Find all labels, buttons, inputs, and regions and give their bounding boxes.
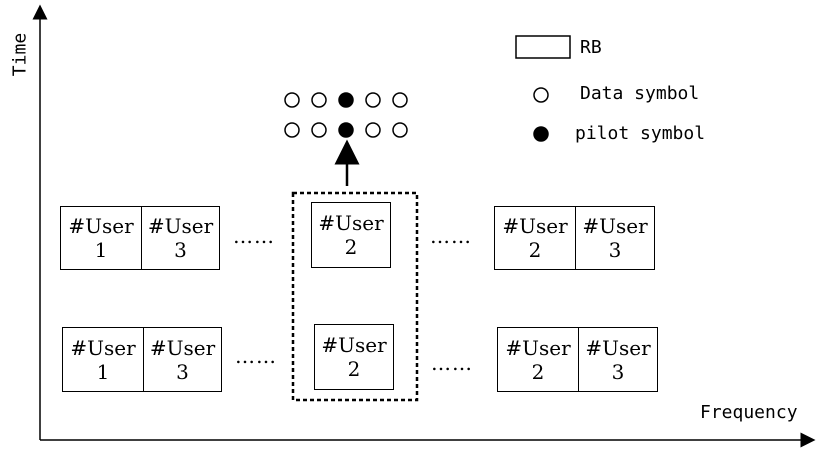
data-symbol [393, 93, 407, 107]
legend-pilot-symbol-label: pilot symbol [575, 123, 705, 144]
user-number: 1 [97, 360, 110, 384]
rb-cell: #User 3 [578, 328, 657, 391]
data-symbol [366, 93, 380, 107]
pilot-symbol [339, 123, 353, 137]
pilot-symbol [339, 93, 353, 107]
user-label: #User [502, 214, 567, 238]
user-label: #User [318, 211, 383, 235]
ellipsis: …… [431, 351, 473, 375]
data-symbol [312, 93, 326, 107]
rb-block-bottom-mid: #User 2 [314, 324, 394, 390]
user-number: 2 [345, 235, 358, 259]
rb-block-top-left: #User 1 #User 3 [60, 206, 220, 270]
rb-cell: #User 1 [63, 328, 143, 391]
legend-data-symbol-icon [534, 88, 548, 102]
ellipsis: …… [235, 344, 277, 368]
user-number: 3 [176, 360, 189, 384]
rb-cell: #User 2 [312, 203, 390, 267]
rb-cell: #User 1 [61, 207, 141, 269]
user-label: #User [582, 214, 647, 238]
legend-rb-label: RB [580, 37, 602, 58]
rb-block-bottom-left: #User 1 #User 3 [62, 327, 222, 392]
user-label: #User [70, 336, 135, 360]
legend-data-symbol-label: Data symbol [580, 83, 699, 104]
user-number: 3 [609, 238, 622, 262]
rb-block-top-right: #User 2 #User 3 [494, 206, 655, 270]
rb-block-bottom-right: #User 2 #User 3 [497, 327, 658, 392]
rb-cell: #User 2 [495, 207, 575, 269]
ellipsis: …… [233, 224, 275, 248]
rb-cell: #User 2 [498, 328, 578, 391]
user-number: 2 [529, 238, 542, 262]
user-label: #User [68, 214, 133, 238]
user-label: #User [321, 333, 386, 357]
data-symbol [285, 93, 299, 107]
ellipsis: …… [430, 224, 472, 248]
data-symbol [285, 123, 299, 137]
user-number: 3 [612, 360, 625, 384]
x-axis-label: Frequency [700, 402, 798, 423]
rb-cell: #User 2 [315, 325, 393, 389]
symbol-grid [285, 93, 407, 137]
data-symbol [312, 123, 326, 137]
y-axis-label: Time [10, 33, 31, 77]
user-number: 1 [95, 238, 108, 262]
user-label: #User [585, 336, 650, 360]
rb-block-top-mid: #User 2 [311, 202, 391, 268]
data-symbol [366, 123, 380, 137]
user-number: 2 [348, 357, 361, 381]
user-label: #User [505, 336, 570, 360]
user-number: 3 [174, 238, 187, 262]
rb-cell: #User 3 [141, 207, 219, 269]
rb-cell: #User 3 [575, 207, 654, 269]
user-label: #User [148, 214, 213, 238]
data-symbol [393, 123, 407, 137]
user-number: 2 [532, 360, 545, 384]
user-label: #User [150, 336, 215, 360]
rb-cell: #User 3 [143, 328, 221, 391]
legend-pilot-symbol-icon [534, 127, 548, 141]
legend-rb-icon [516, 36, 570, 58]
